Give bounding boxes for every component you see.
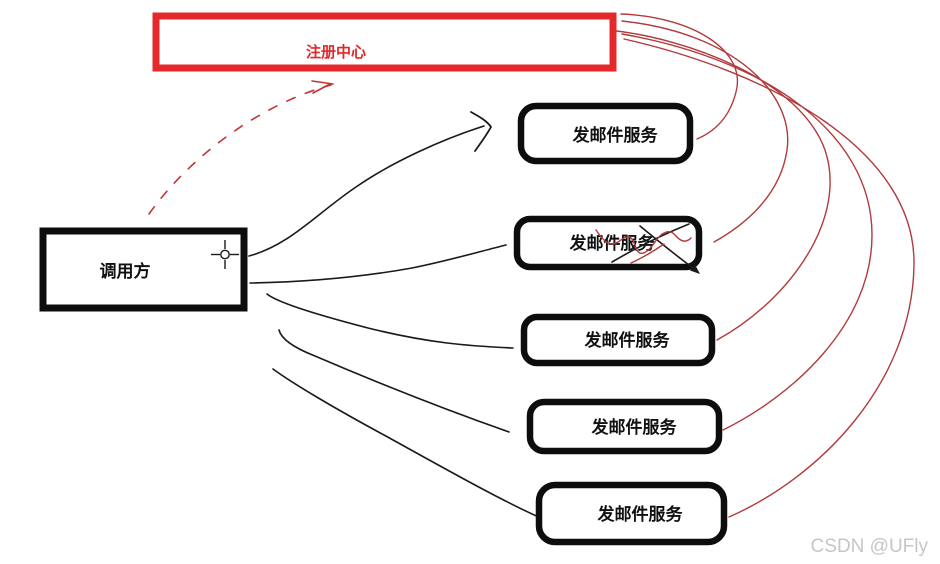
caller-box — [39, 227, 248, 312]
service-label-1: 发邮件服务 — [572, 125, 659, 145]
cross-out-red-squiggle — [595, 229, 692, 255]
link-registry-service-3 — [607, 29, 831, 341]
register-arrowhead-icon — [311, 80, 334, 94]
link-registry-service-2 — [621, 20, 789, 243]
cross-out-red-tail — [630, 243, 665, 264]
crosshair-cursor-icon — [211, 240, 239, 269]
cross-out-stroke-1 — [611, 223, 690, 263]
service-box-1 — [517, 102, 694, 165]
service-box-4 — [526, 398, 723, 455]
link-caller-service-5 — [272, 368, 554, 520]
service-label-5: 发邮件服务 — [597, 504, 684, 524]
cross-out-scribble — [595, 223, 700, 274]
service-label-2: 发邮件服务 — [569, 233, 656, 253]
caller-label: 调用方 — [100, 261, 151, 281]
link-caller-service-1-arrowhead-icon — [470, 111, 493, 152]
service-label-4: 发邮件服务 — [591, 417, 678, 437]
registry-label: 注册中心 — [306, 43, 366, 61]
caller-register-arrow — [148, 80, 334, 215]
cross-out-stroke-2 — [639, 225, 698, 272]
link-registry-service-5 — [623, 38, 915, 518]
service-label-3: 发邮件服务 — [584, 330, 671, 350]
link-caller-service-1 — [248, 125, 485, 257]
registry-service-links — [607, 13, 915, 518]
link-caller-service-4 — [278, 329, 510, 433]
service-box-5 — [535, 481, 728, 546]
node-boxes — [39, 102, 728, 546]
watermark: CSDN @UFly — [811, 536, 929, 557]
register-dashed-line — [148, 84, 332, 215]
link-caller-service-2 — [249, 244, 507, 284]
link-registry-service-1 — [620, 13, 739, 140]
service-box-3 — [520, 313, 716, 367]
cross-out-arrowhead-icon — [690, 264, 700, 274]
link-registry-service-4 — [621, 33, 873, 431]
link-caller-service-3 — [266, 293, 514, 349]
registry-box — [152, 12, 617, 72]
caller-service-links — [248, 111, 554, 520]
